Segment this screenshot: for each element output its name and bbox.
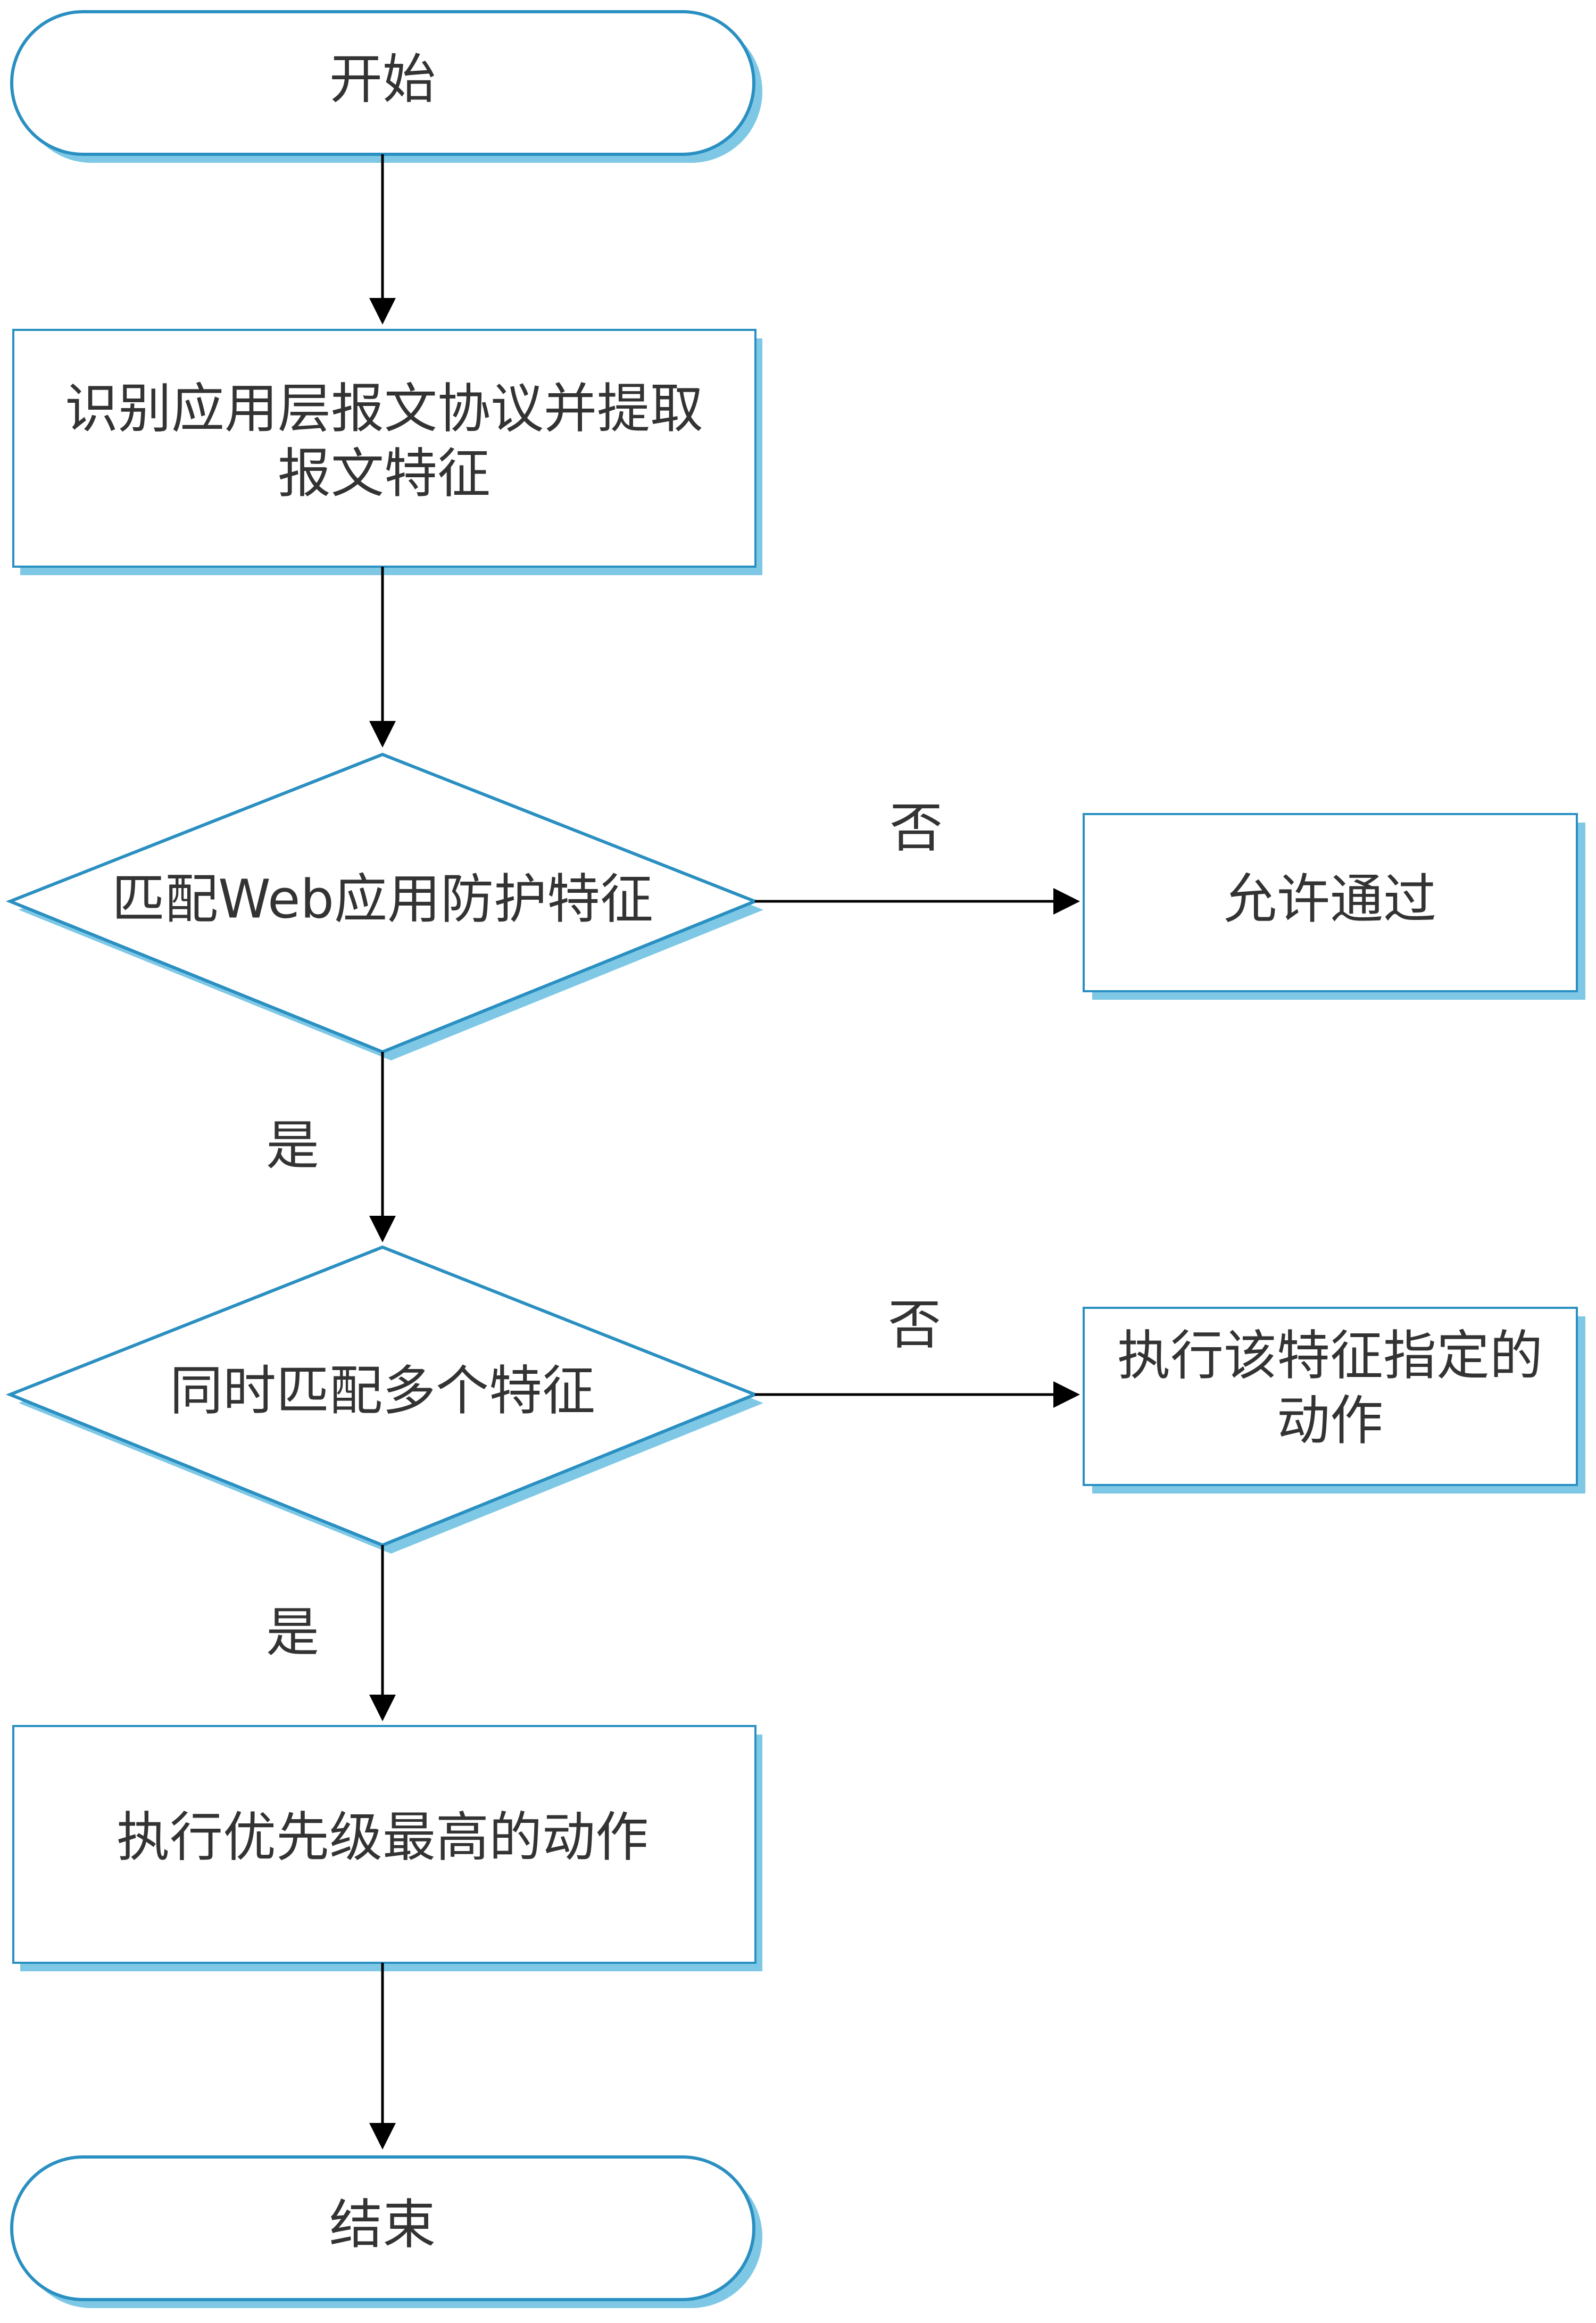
identify-process-node: 识别应用层报文协议并提取 报文特征 [12, 329, 762, 575]
execute-priority-label: 执行优先级最高的动作 [117, 1806, 649, 1868]
allow-process-node: 允许通过 [1083, 813, 1585, 1000]
start-node: 开始 [10, 10, 762, 163]
multi-yes-label: 是 [266, 1601, 319, 1663]
multi-decision-label: 同时匹配多个特征 [170, 1359, 595, 1422]
multi-decision-node: 同时匹配多个特征 [5, 1245, 763, 1554]
execute-feature-label-line1: 执行该特征指定的 [1117, 1324, 1543, 1387]
end-node: 结束 [10, 2155, 762, 2308]
waf-decision-label: 匹配Web应用防护特征 [112, 868, 653, 930]
end-label: 结束 [329, 2193, 436, 2255]
execute-feature-process-node: 执行该特征指定的 动作 [1083, 1307, 1585, 1494]
identify-label-line1: 识别应用层报文协议并提取 [65, 377, 703, 439]
waf-yes-label: 是 [266, 1114, 319, 1176]
waf-decision-node: 匹配Web应用防护特征 [5, 752, 763, 1060]
waf-no-label: 否 [890, 797, 943, 859]
multi-no-label: 否 [888, 1293, 941, 1356]
identify-label-line2: 报文特征 [278, 442, 491, 504]
allow-label: 允许通过 [1224, 868, 1436, 930]
execute-feature-label-line2: 动作 [1277, 1389, 1383, 1451]
start-label: 开始 [329, 48, 436, 110]
execute-priority-process-node: 执行优先级最高的动作 [12, 1725, 762, 1971]
